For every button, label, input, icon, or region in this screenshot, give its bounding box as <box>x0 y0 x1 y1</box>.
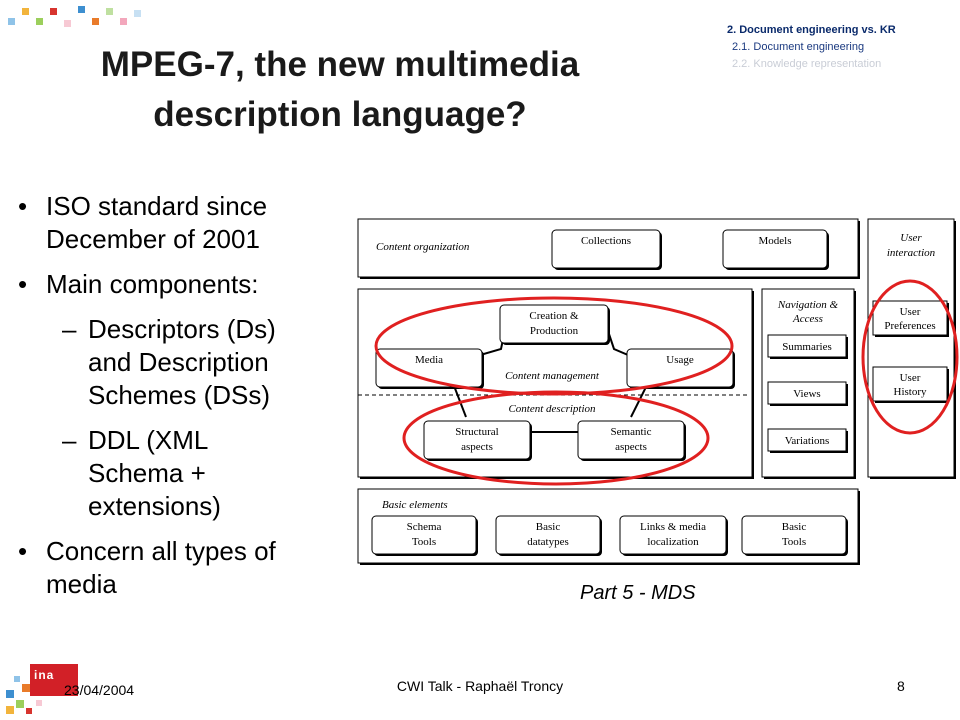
basic-elements-label: Basic elements <box>382 499 448 511</box>
bullet-text: December of 2001 <box>46 224 260 254</box>
semantic-label-1: Semantic <box>611 426 652 438</box>
collections-label: Collections <box>581 235 631 247</box>
diagram-caption: Part 5 - MDS <box>580 582 696 604</box>
section-navigation: 2. Document engineering vs. KR 2.1. Docu… <box>727 22 896 73</box>
subbullet-text: extensions) <box>88 491 221 521</box>
mds-diagram: Content organization Collections Models … <box>357 218 959 565</box>
title-line-2: description language? <box>153 95 527 134</box>
usage-label: Usage <box>666 354 694 366</box>
footer-talk-title: CWI Talk - Raphaël Troncy <box>396 678 564 694</box>
content-description-label: Content description <box>508 403 596 415</box>
media-label: Media <box>415 354 443 366</box>
bullet-text: Concern all types of <box>46 536 276 566</box>
dash-icon: – <box>62 425 77 455</box>
bullet-main-components: • Main components: <box>18 268 338 301</box>
subbullet-text: DDL (XML <box>88 425 209 455</box>
subbullet-text: Schema + <box>88 458 206 488</box>
links-label-1: Links & media <box>640 521 706 533</box>
creation-label-2: Production <box>530 325 579 337</box>
content-management-label: Content management <box>505 370 600 382</box>
nav-item-knowledge-representation[interactable]: 2.2. Knowledge representation <box>732 58 882 70</box>
highlight-ellipse-management <box>374 296 734 396</box>
navigation-label-1: Navigation & <box>777 299 839 311</box>
usage-box: Usage <box>626 348 735 389</box>
subbullet-ddl: – DDL (XML Schema + extensions) <box>18 424 338 523</box>
user-preferences-box: User Preferences <box>872 300 949 337</box>
content-organization-label: Content organization <box>376 241 470 253</box>
basic-tools-label-1: Basic <box>782 521 807 533</box>
variations-box: Variations <box>767 428 848 453</box>
bullet-list: • ISO standard since December of 2001 • … <box>18 190 338 613</box>
schema-label-2: Tools <box>412 536 436 548</box>
collections-box: Collections <box>551 229 662 270</box>
summaries-box: Summaries <box>767 334 848 359</box>
bullet-text: ISO standard since <box>46 191 268 221</box>
subbullet-descriptors: – Descriptors (Ds) and Description Schem… <box>18 313 338 412</box>
dash-icon: – <box>62 314 77 344</box>
views-label: Views <box>793 388 820 400</box>
highlight-ellipse-user <box>861 279 959 435</box>
navigation-label-2: Access <box>792 313 823 325</box>
bullet-dot-icon: • <box>18 191 28 221</box>
links-label-2: localization <box>647 536 699 548</box>
user-history-box: User History <box>872 366 949 403</box>
page-number: 8 <box>897 678 905 694</box>
user-preferences-label-1: User <box>900 306 921 318</box>
views-box: Views <box>767 381 848 406</box>
subbullet-text: Descriptors (Ds) <box>88 314 276 344</box>
user-history-label-1: User <box>900 372 921 384</box>
summaries-label: Summaries <box>782 341 832 353</box>
user-history-label-2: History <box>894 386 928 398</box>
user-interaction-panel: User interaction <box>867 218 956 479</box>
semantic-label-2: aspects <box>615 441 647 453</box>
subbullet-text: Schemes (DSs) <box>88 380 271 410</box>
datatypes-label-2: datatypes <box>527 536 569 548</box>
bullet-text: Main components: <box>46 269 259 299</box>
ina-logo-text: ina <box>34 668 55 682</box>
media-box: Media <box>375 348 484 389</box>
title-line-1: MPEG-7, the new multimedia <box>100 45 580 84</box>
structural-label-2: aspects <box>461 441 493 453</box>
creation-production-box: Creation & Production <box>499 304 610 345</box>
basic-datatypes-box: Basic datatypes <box>495 515 602 556</box>
basic-tools-label-2: Tools <box>782 536 806 548</box>
slide-title: MPEG-7, the new multimedia description l… <box>40 40 640 140</box>
schema-label-1: Schema <box>407 521 442 533</box>
bullet-iso-standard: • ISO standard since December of 2001 <box>18 190 338 256</box>
subbullet-text: and Description <box>88 347 269 377</box>
models-label: Models <box>759 235 792 247</box>
bullet-dot-icon: • <box>18 536 28 566</box>
bullet-concern-media: • Concern all types of media <box>18 535 338 601</box>
creation-label-1: Creation & <box>529 310 579 322</box>
ina-logo <box>30 664 78 696</box>
user-interaction-label-1: User <box>900 232 922 244</box>
basic-tools-box: Basic Tools <box>741 515 848 556</box>
footer-date: 23/04/2004 <box>64 682 135 698</box>
nav-item-document-engineering[interactable]: 2.1. Document engineering <box>732 41 865 53</box>
nav-current-section[interactable]: 2. Document engineering vs. KR <box>727 24 896 36</box>
models-box: Models <box>722 229 829 270</box>
datatypes-label-1: Basic <box>536 521 561 533</box>
bullet-dot-icon: • <box>18 269 28 299</box>
structural-label-1: Structural <box>455 426 498 438</box>
structural-aspects-box: Structural aspects <box>423 420 532 461</box>
schema-tools-box: Schema Tools <box>371 515 478 556</box>
highlight-ellipse-description <box>402 390 710 486</box>
links-localization-box: Links & media localization <box>619 515 728 556</box>
semantic-aspects-box: Semantic aspects <box>577 420 686 461</box>
user-preferences-label-2: Preferences <box>884 320 935 332</box>
variations-label: Variations <box>785 435 830 447</box>
bullet-text: media <box>46 569 117 599</box>
user-interaction-label-2: interaction <box>887 247 936 259</box>
